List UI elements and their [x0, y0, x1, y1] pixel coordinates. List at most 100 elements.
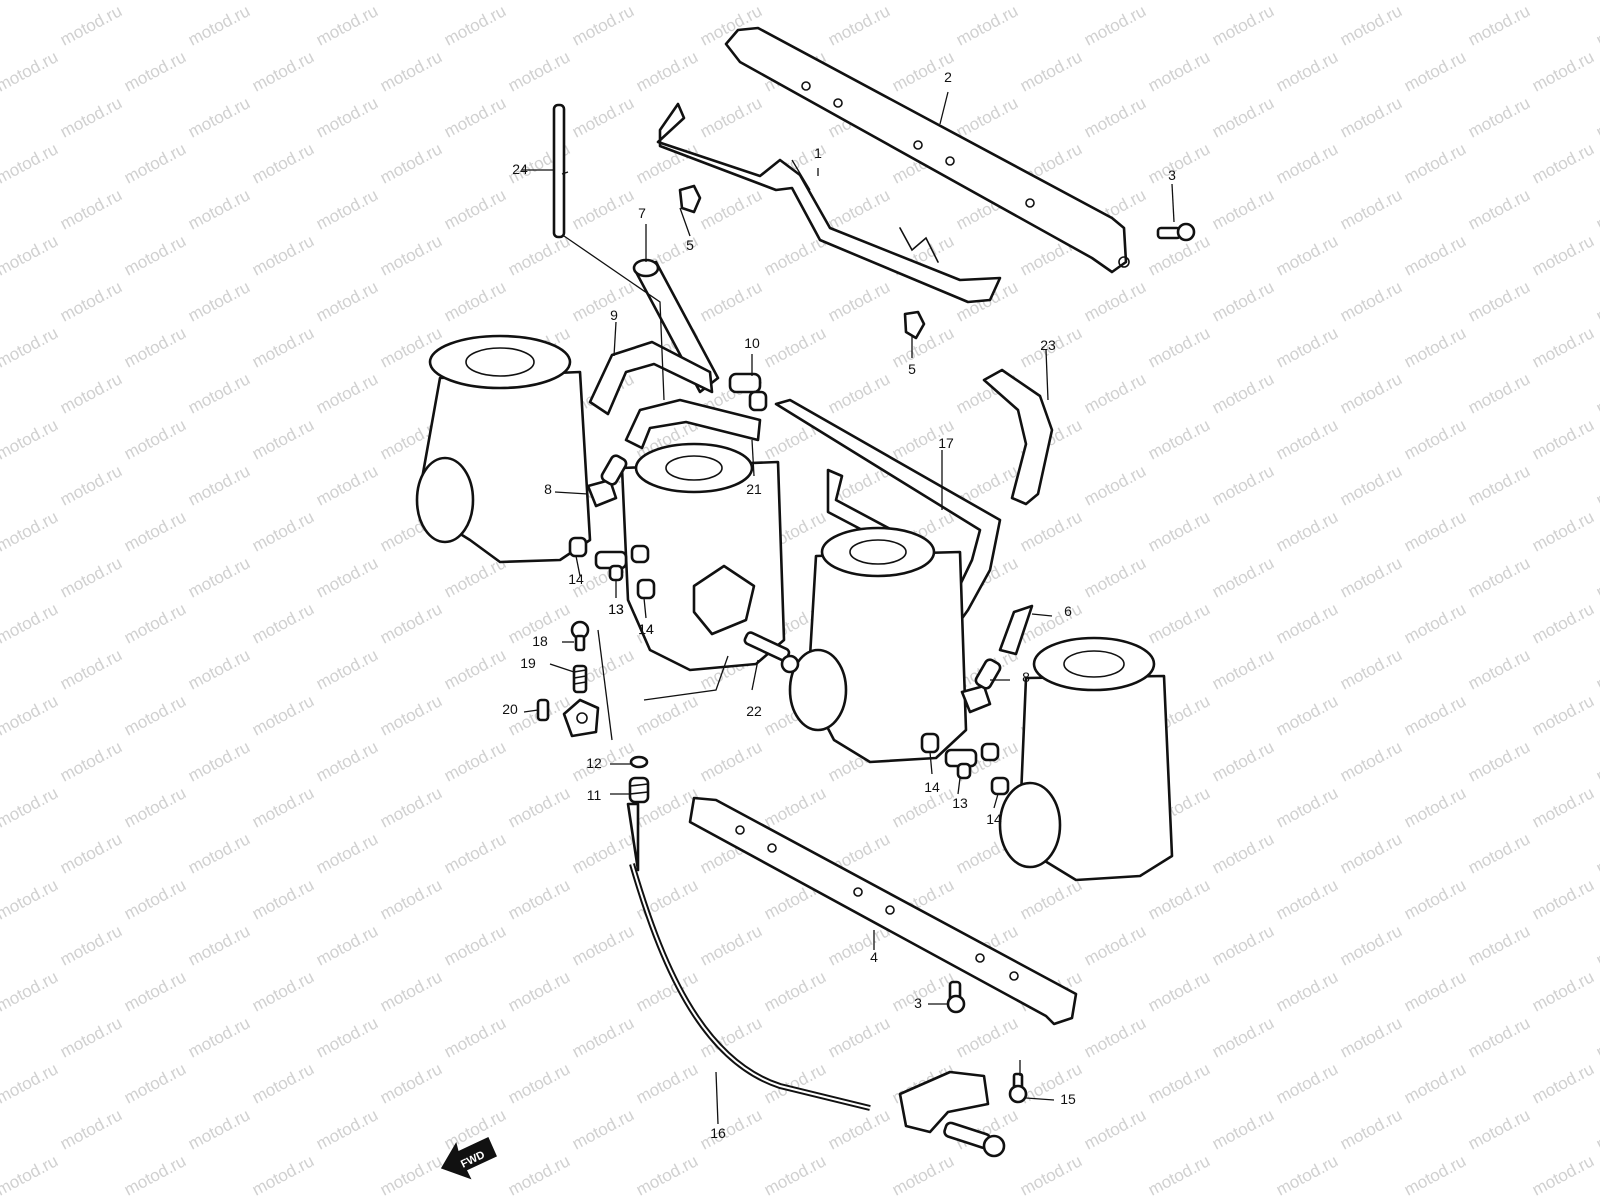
carburetor-4 [998, 636, 1174, 882]
part-3-screw-lower [946, 980, 966, 1014]
watermark-text: motod.ru [1081, 553, 1149, 601]
watermark-text: motod.ru [377, 47, 445, 95]
watermark-text: motod.ru [825, 1105, 893, 1153]
callout-8: 8 [544, 481, 552, 497]
watermark-text: motod.ru [441, 185, 509, 233]
watermark-text: motod.ru [377, 967, 445, 1015]
watermark-text: motod.ru [1401, 415, 1469, 463]
callout-24: 24 [512, 161, 528, 177]
watermark-text: motod.ru [313, 185, 381, 233]
watermark-text: motod.ru [1145, 507, 1213, 555]
watermark-text: motod.ru [569, 93, 637, 141]
watermark-text: motod.ru [1401, 507, 1469, 555]
part-14-cap-right-a [920, 732, 940, 754]
throttle-stop-bracket [898, 1070, 1006, 1158]
part-20-bracket [536, 698, 600, 738]
part-16-cable [626, 802, 871, 1111]
callout-16: 16 [710, 1125, 726, 1141]
watermark-text: motod.ru [0, 139, 61, 187]
watermark-text: motod.ru [569, 829, 637, 877]
watermark-text: motod.ru [0, 415, 61, 463]
watermark-text: motod.ru [1337, 1105, 1405, 1153]
watermark-text: motod.ru [505, 47, 573, 95]
watermark-text: motod.ru [1081, 461, 1149, 509]
watermark-text: motod.ru [121, 0, 189, 4]
watermark-text: motod.ru [1465, 369, 1533, 417]
part-5-clip-lower [903, 310, 926, 340]
callout-23: 23 [1040, 337, 1056, 353]
watermark-text: motod.ru [1337, 461, 1405, 509]
watermark-text: motod.ru [0, 0, 61, 4]
watermark-text: motod.ru [1529, 599, 1597, 647]
part-13-joint-right [944, 748, 978, 780]
callout-19: 19 [520, 655, 536, 671]
part-1-linkage-rod [656, 102, 1002, 304]
watermark-text: motod.ru [185, 1105, 253, 1153]
watermark-text: motod.ru [1209, 185, 1277, 233]
watermark-text: motod.ru [57, 93, 125, 141]
watermark-text: motod.ru [441, 921, 509, 969]
part-2-upper-bracket [724, 26, 1130, 274]
watermark-text: motod.ru [569, 1, 637, 49]
watermark-text: motod.ru [1273, 875, 1341, 923]
part-9-hose [588, 340, 714, 416]
watermark-text: motod.ru [1465, 461, 1533, 509]
watermark-text: motod.ru [1273, 691, 1341, 739]
watermark-text: motod.ru [1209, 829, 1277, 877]
watermark-text: motod.ru [313, 1105, 381, 1153]
watermark-text: motod.ru [0, 1151, 61, 1199]
watermark-text: motod.ru [1273, 323, 1341, 371]
leader-lines [522, 91, 1175, 1125]
watermark-text: motod.ru [569, 185, 637, 233]
watermark-text: motod.ru [1337, 1, 1405, 49]
watermark-text: motod.ru [1273, 1059, 1341, 1107]
watermark-text: motod.ru [1401, 875, 1469, 923]
watermark-text: motod.ru [1593, 1013, 1600, 1061]
watermark-text: motod.ru [889, 0, 957, 4]
watermark-text: motod.ru [313, 93, 381, 141]
watermark-text: motod.ru [1337, 737, 1405, 785]
watermark-text: motod.ru [57, 1105, 125, 1153]
part-10-t-joint [728, 372, 768, 412]
watermark-text: motod.ru [761, 0, 829, 4]
watermark-text: motod.ru [1273, 139, 1341, 187]
watermark-text: motod.ru [57, 369, 125, 417]
watermark-text: motod.ru [0, 507, 61, 555]
watermark-text: motod.ru [1209, 93, 1277, 141]
part-8-fitting-left [586, 454, 628, 508]
watermark-text: motod.ru [249, 231, 317, 279]
watermark-text: motod.ru [1209, 737, 1277, 785]
watermark-text: motod.ru [1529, 691, 1597, 739]
watermark-text: motod.ru [505, 967, 573, 1015]
watermark-text: motod.ru [1337, 277, 1405, 325]
part-15-screw [1008, 1072, 1028, 1104]
watermark-text: motod.ru [1529, 231, 1597, 279]
part-19-spring [572, 664, 588, 694]
watermark-text: motod.ru [1465, 93, 1533, 141]
watermark-text: motod.ru [761, 967, 829, 1015]
watermark-text: motod.ru [57, 921, 125, 969]
callout-14: 14 [986, 811, 1002, 827]
watermark-text: motod.ru [57, 185, 125, 233]
watermark-text: motod.ru [57, 553, 125, 601]
watermark-text: motod.ru [185, 185, 253, 233]
watermark-text: motod.ru [505, 783, 573, 831]
watermark-text: motod.ru [633, 691, 701, 739]
watermark-text: motod.ru [121, 231, 189, 279]
part-23-hose [982, 368, 1054, 506]
watermark-text: motod.ru [0, 1059, 61, 1107]
watermark-text: motod.ru [825, 1, 893, 49]
callout-9: 9 [610, 307, 618, 323]
watermark-text: motod.ru [57, 461, 125, 509]
watermark-text: motod.ru [1465, 1013, 1533, 1061]
part-22-adjuster [743, 631, 800, 674]
callout-14: 14 [638, 621, 654, 637]
watermark-text: motod.ru [569, 1105, 637, 1153]
watermark-text: motod.ru [1017, 0, 1085, 4]
part-3-screw-upper [1156, 222, 1196, 242]
callout-labels: 1233455678891011121313131414141414151617… [502, 69, 1176, 1141]
callout-7: 7 [638, 205, 646, 221]
watermark-text: motod.ru [1081, 1, 1149, 49]
watermark-text: motod.ru [1337, 553, 1405, 601]
watermark-text: motod.ru [0, 691, 61, 739]
